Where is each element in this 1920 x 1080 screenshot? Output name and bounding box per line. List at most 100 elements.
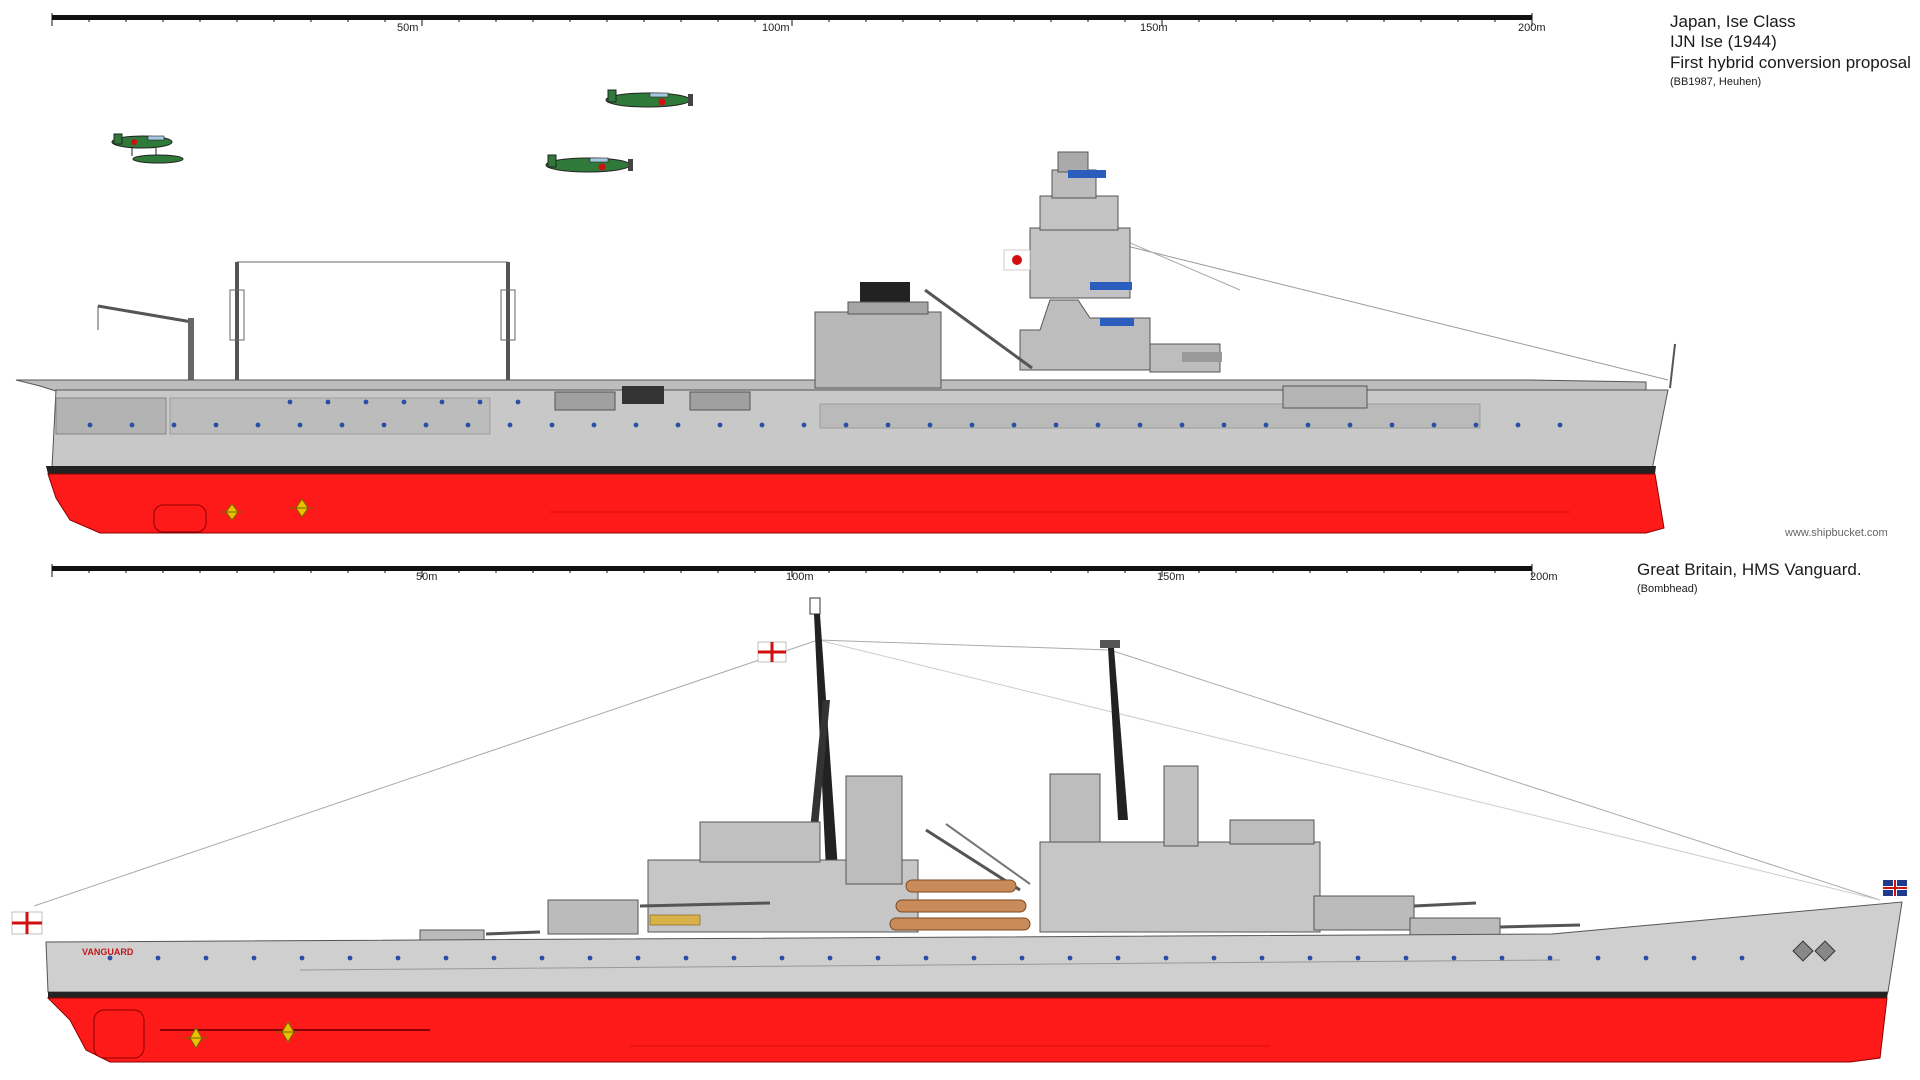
porthole xyxy=(515,399,521,405)
porthole xyxy=(539,955,545,961)
porthole xyxy=(1643,955,1649,961)
porthole xyxy=(1115,955,1121,961)
porthole xyxy=(1221,422,1227,428)
porthole xyxy=(87,422,93,428)
porthole xyxy=(297,422,303,428)
vanguard-hull-underwater xyxy=(46,997,1888,1063)
white-ensign-flag-icon xyxy=(757,641,787,663)
porthole xyxy=(1739,955,1745,961)
seaplane-icon xyxy=(111,133,184,164)
porthole xyxy=(1389,422,1395,428)
ise-caption-note: First hybrid conversion proposal xyxy=(1670,52,1911,72)
porthole xyxy=(1053,422,1059,428)
porthole xyxy=(287,399,293,405)
bottom-scale-bar: 50m 100m 150m 200m xyxy=(51,564,1558,583)
bottom-scale-label-50: 50m xyxy=(416,571,437,583)
porthole xyxy=(423,422,429,428)
bottom-scale-label-150: 150m xyxy=(1157,571,1185,583)
top-scale-label-150: 150m xyxy=(1140,22,1168,34)
vanguard-hull-name: VANGUARD xyxy=(82,947,134,957)
porthole xyxy=(827,955,833,961)
porthole xyxy=(1307,955,1313,961)
porthole xyxy=(683,955,689,961)
porthole xyxy=(507,422,513,428)
bottom-scale-label-200: 200m xyxy=(1530,571,1558,583)
porthole xyxy=(969,422,975,428)
top-scale-label-50: 50m xyxy=(397,22,418,34)
porthole xyxy=(443,955,449,961)
porthole xyxy=(251,955,257,961)
porthole xyxy=(843,422,849,428)
porthole xyxy=(339,422,345,428)
porthole xyxy=(675,422,681,428)
fighter-plane-icon xyxy=(605,89,693,108)
porthole xyxy=(1473,422,1479,428)
porthole xyxy=(633,422,639,428)
porthole xyxy=(325,399,331,405)
porthole xyxy=(1691,955,1697,961)
propeller-icon xyxy=(184,1027,208,1049)
porthole xyxy=(1211,955,1217,961)
porthole xyxy=(363,399,369,405)
porthole xyxy=(1011,422,1017,428)
bottom-scale-label-100: 100m xyxy=(786,571,814,583)
porthole xyxy=(759,422,765,428)
porthole xyxy=(171,422,177,428)
porthole xyxy=(1355,955,1361,961)
vanguard-caption: Great Britain, HMS Vanguard. (Bombhead) xyxy=(1637,560,1862,597)
porthole xyxy=(155,955,161,961)
porthole xyxy=(717,422,723,428)
porthole xyxy=(885,422,891,428)
ise-hull-underwater xyxy=(47,473,1665,534)
porthole xyxy=(1547,955,1553,961)
rising-sun-flag-icon xyxy=(1003,249,1031,271)
porthole xyxy=(635,955,641,961)
top-scale-label-200: 200m xyxy=(1518,22,1546,34)
porthole xyxy=(465,422,471,428)
porthole xyxy=(801,422,807,428)
porthole xyxy=(1179,422,1185,428)
ise-pagoda-bridge xyxy=(814,151,1222,389)
porthole xyxy=(1557,422,1563,428)
propeller-icon xyxy=(290,498,314,518)
porthole xyxy=(1431,422,1437,428)
porthole xyxy=(203,955,209,961)
porthole xyxy=(107,955,113,961)
porthole xyxy=(1163,955,1169,961)
porthole xyxy=(395,955,401,961)
porthole xyxy=(971,955,977,961)
porthole xyxy=(1451,955,1457,961)
vanguard-ship-profile xyxy=(11,597,1907,1063)
vanguard-caption-ship: Great Britain, HMS Vanguard. xyxy=(1637,560,1862,579)
porthole xyxy=(213,422,219,428)
porthole xyxy=(927,422,933,428)
porthole xyxy=(587,955,593,961)
union-jack-flag-icon xyxy=(1883,880,1907,896)
vanguard-caption-credit: (Bombhead) xyxy=(1637,583,1698,596)
fighter-plane-icon xyxy=(545,154,633,173)
porthole xyxy=(439,399,445,405)
ise-caption-credit: (BB1987, Heuhen) xyxy=(1670,76,1762,89)
porthole xyxy=(477,399,483,405)
porthole xyxy=(1095,422,1101,428)
ise-caption-country: Japan, Ise Class xyxy=(1670,12,1796,31)
ise-caption-ship: IJN Ise (1944) xyxy=(1670,32,1777,52)
porthole xyxy=(779,955,785,961)
propeller-icon xyxy=(220,503,244,521)
porthole xyxy=(347,955,353,961)
porthole xyxy=(1499,955,1505,961)
porthole xyxy=(491,955,497,961)
porthole xyxy=(875,955,881,961)
porthole xyxy=(1067,955,1073,961)
porthole xyxy=(591,422,597,428)
porthole xyxy=(381,422,387,428)
porthole xyxy=(129,422,135,428)
porthole xyxy=(1137,422,1143,428)
porthole xyxy=(1305,422,1311,428)
porthole xyxy=(1347,422,1353,428)
ise-ship-profile xyxy=(15,151,1676,534)
top-scale-bar: 50m 100m 150m 200m xyxy=(51,13,1546,34)
porthole xyxy=(255,422,261,428)
